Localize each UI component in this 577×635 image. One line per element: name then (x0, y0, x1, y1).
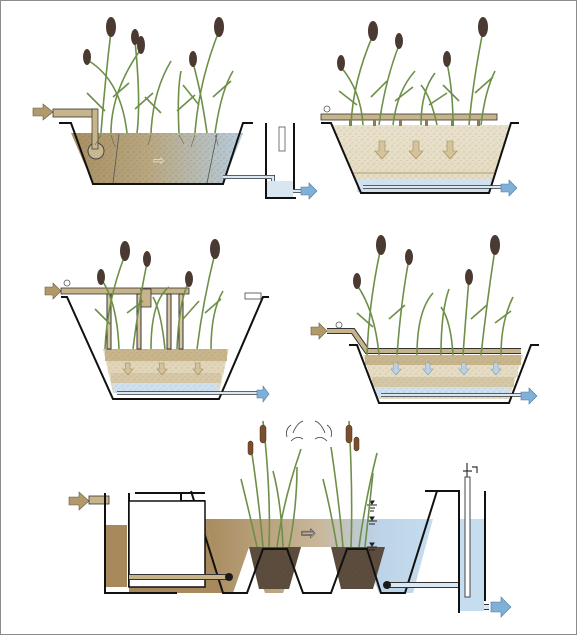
outlet-water (267, 181, 293, 197)
reed-cluster (338, 30, 496, 126)
reed-seed-heads (97, 239, 220, 287)
panel-1: ⇨ (32, 17, 318, 200)
planting-bed (249, 547, 385, 589)
percolation-arrows (390, 362, 502, 376)
pond-water (205, 519, 433, 593)
distribution-pipe (320, 113, 498, 121)
panel-4 (310, 235, 539, 405)
gravel-texture (103, 349, 229, 393)
distribution-pipe (60, 287, 190, 295)
percolation-arrows (122, 362, 204, 376)
outlet-chamber (265, 123, 296, 199)
inlet-riser (91, 108, 99, 150)
pipe-outlet (383, 581, 391, 589)
reed-seed-heads (83, 17, 224, 67)
outflow-arrow (300, 182, 318, 200)
percolation-arrows (374, 140, 458, 160)
outflow-arrow (500, 179, 518, 197)
outflow-arrow (490, 596, 512, 618)
root-zone (94, 134, 219, 148)
reed-cluster (86, 30, 234, 134)
zone-divider (112, 133, 120, 184)
basin-wall (61, 296, 269, 400)
gravel-texture (331, 125, 511, 193)
outlet-chamber (425, 490, 486, 613)
basin-wall (59, 122, 253, 185)
inflow-arrow (310, 322, 328, 340)
inflow-arrow (44, 282, 62, 300)
basin-wall (349, 344, 539, 404)
inflow-cap (63, 279, 71, 287)
settling-chamber (128, 500, 206, 588)
gravel-texture (363, 355, 523, 399)
reed-cluster (94, 252, 224, 350)
reed-cluster (356, 246, 514, 356)
inflow-cap (335, 321, 343, 329)
inflow-cap (323, 105, 331, 113)
panel-2 (320, 17, 519, 197)
valve-box (140, 288, 152, 308)
panel-5: ⇨ (68, 420, 512, 618)
flow-direction-arrow: ⇨ (301, 523, 316, 544)
vent-cap (244, 292, 262, 300)
gravel-texture (71, 133, 243, 184)
reed-seed-heads (353, 235, 500, 289)
inflow-arrow (32, 103, 54, 121)
panel-3 (44, 239, 270, 403)
outflow-arrow (256, 385, 270, 403)
inflow-pipe (52, 108, 98, 118)
cattail-spikes (247, 424, 360, 456)
inflow-pipe (88, 495, 110, 505)
basin-wall (321, 122, 519, 194)
outflow-arrow (520, 387, 538, 405)
zone-divider (206, 133, 218, 184)
rush-seed-heads (286, 420, 332, 442)
pond-bottom-outline (190, 490, 438, 594)
reed-seed-heads (337, 17, 488, 71)
settling-tank-water (105, 525, 127, 587)
level-control-riser (463, 463, 478, 598)
level-riser (278, 126, 286, 152)
flow-direction-arrow: ⇨ (153, 153, 165, 169)
inflow-arrow (68, 491, 90, 511)
pipe-inlet (225, 573, 233, 581)
outlet-water (460, 519, 484, 611)
